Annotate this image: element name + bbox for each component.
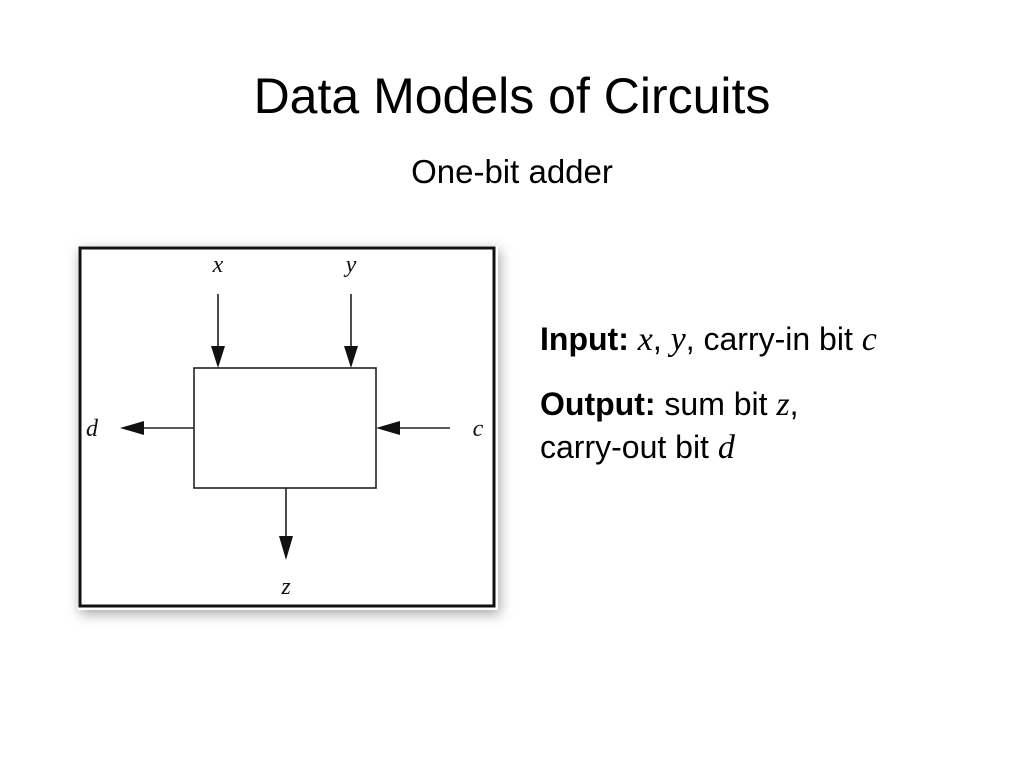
label-z: z (280, 574, 291, 600)
input-label: Input: (540, 321, 629, 357)
input-y-arrow (344, 294, 358, 368)
input-c-arrow (376, 421, 450, 435)
label-x: x (212, 252, 224, 278)
input-var-c: c (861, 321, 877, 358)
output-z-arrow (279, 488, 293, 560)
output-text-2: carry-out bit (540, 429, 718, 465)
input-var-x: x (637, 321, 653, 358)
input-sep: , (652, 321, 671, 357)
slide-subtitle: One-bit adder (411, 153, 613, 190)
output-text-1: sum bit (655, 386, 777, 422)
adder-box (193, 367, 377, 489)
output-description: Output: sum bit z, carry-out bit d (540, 383, 1010, 469)
adder-diagram: x y c d z (78, 246, 498, 610)
label-c: c (473, 416, 484, 442)
output-var-d: d (717, 429, 735, 466)
label-y: y (344, 252, 357, 278)
input-var-y: y (670, 321, 686, 358)
slide-title: Data Models of Circuits (253, 68, 771, 124)
adder-diagram-svg: x y c d z (78, 246, 496, 608)
input-x-arrow (211, 294, 225, 368)
label-d: d (86, 416, 99, 442)
input-text: , carry-in bit (685, 321, 862, 357)
output-sep: , (789, 386, 799, 422)
output-var-z: z (776, 386, 790, 423)
output-d-arrow (120, 421, 194, 435)
output-label: Output: (540, 386, 656, 422)
description-block: Input: x, y, carry-in bit c Output: sum … (540, 318, 1010, 469)
input-description: Input: x, y, carry-in bit c (540, 318, 1010, 361)
